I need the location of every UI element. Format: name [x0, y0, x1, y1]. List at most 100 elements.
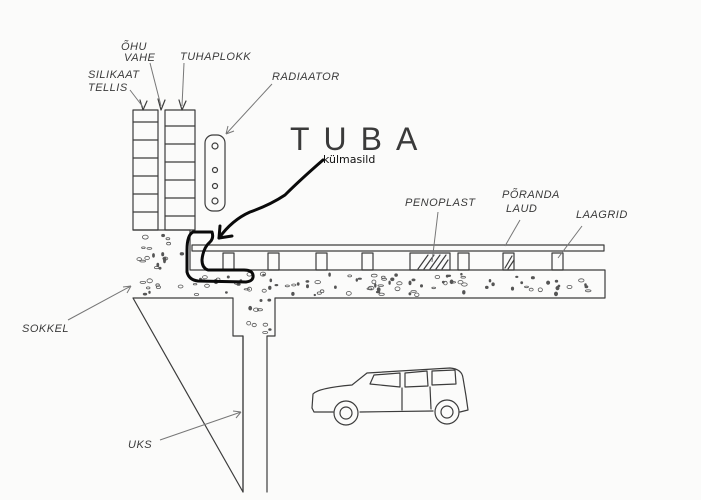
- aggregate-speck: [333, 285, 337, 289]
- pointer-penoplast: [431, 211, 439, 263]
- joist: [222, 252, 235, 271]
- aggregate-speck: [515, 275, 519, 278]
- aggregate-speck: [524, 285, 529, 289]
- aggregate-speck: [256, 308, 263, 312]
- pointer-ohu-vahe: [149, 62, 162, 107]
- aggregate-speck: [152, 253, 155, 258]
- penoplast-insulation: [409, 252, 451, 271]
- aggregate-speck: [371, 279, 377, 285]
- aggregate-speck: [328, 272, 331, 277]
- aggregate-speck: [142, 292, 148, 296]
- aggregate-speck: [408, 292, 412, 296]
- label-porandalaud-2: LAUD: [506, 203, 537, 215]
- label-radiaator: RADIAATOR: [272, 71, 340, 83]
- aggregate-speck: [259, 271, 267, 277]
- label-ohu-vahe-2: VAHE: [124, 52, 156, 64]
- label-silikaat-tellis-2: TELLIS: [88, 82, 128, 94]
- aggregate-speck: [291, 291, 295, 296]
- aggregate-speck: [411, 278, 416, 282]
- aggregate-speck: [204, 283, 210, 288]
- aggregate-speck: [584, 285, 589, 289]
- aggregate-speck: [246, 286, 252, 292]
- joist: [551, 252, 564, 271]
- aggregate-speck: [165, 237, 171, 241]
- aggregate-speck: [394, 273, 398, 277]
- label-tuba: TUBA: [290, 121, 431, 157]
- joist: [315, 252, 328, 271]
- aggregate-speck: [261, 288, 267, 293]
- aggregate-speck: [408, 280, 412, 286]
- label-laagrid: LAAGRID: [576, 209, 628, 221]
- aggregate-speck: [394, 286, 401, 292]
- aggregate-speck: [355, 278, 359, 282]
- aggregate-speck: [269, 278, 273, 283]
- concrete-aggregate: [136, 233, 592, 334]
- aggregate-speck: [445, 274, 449, 278]
- aggregate-speck: [396, 281, 403, 286]
- aggregate-speck: [388, 280, 391, 285]
- radiator: [204, 134, 226, 212]
- label-uks: UKS: [128, 439, 152, 451]
- aggregate-speck: [141, 246, 146, 249]
- aggregate-speck: [555, 285, 560, 291]
- aggregate-speck: [460, 275, 466, 279]
- aggregate-speck: [146, 278, 153, 284]
- aggregate-speck: [414, 292, 420, 297]
- label-porandalaud-1: PÕRANDA: [502, 188, 560, 201]
- joist: [457, 252, 470, 271]
- aggregate-speck: [262, 273, 266, 276]
- aggregate-speck: [460, 272, 463, 276]
- aggregate-speck: [305, 284, 309, 289]
- aggregate-speck: [462, 290, 466, 295]
- aggregate-speck: [366, 287, 373, 290]
- aggregate-speck: [163, 258, 166, 264]
- aggregate-speck: [259, 298, 263, 302]
- aggregate-speck: [253, 307, 260, 312]
- aggregate-speck: [248, 305, 253, 311]
- cold-bridge-arrow: [217, 158, 325, 240]
- aggregate-speck: [319, 289, 325, 294]
- label-kulmasild: külmasild: [323, 153, 375, 166]
- aggregate-speck: [491, 282, 495, 287]
- aggregate-speck: [378, 292, 385, 296]
- aggregate-speck: [488, 279, 492, 283]
- aggregate-speck: [377, 284, 384, 287]
- aggregate-speck: [530, 276, 535, 280]
- aggregate-speck: [243, 288, 250, 291]
- aggregate-speck: [316, 291, 322, 295]
- aggregate-speck: [585, 289, 592, 293]
- foundation-outline: [132, 229, 606, 493]
- label-ohu-vahe-1: ÕHU: [121, 40, 147, 53]
- aggregate-speck: [155, 285, 161, 289]
- aggregate-speck: [410, 290, 417, 293]
- cinder-block-wall: [164, 109, 196, 231]
- aggregate-speck: [528, 287, 534, 292]
- aggregate-speck: [284, 284, 290, 288]
- label-penoplast: PENOPLAST: [405, 197, 476, 209]
- cold-bridge-outline: [185, 230, 255, 284]
- aggregate-speck: [313, 293, 317, 297]
- aggregate-speck: [262, 322, 269, 327]
- aggregate-speck: [314, 280, 321, 285]
- aggregate-speck: [192, 283, 198, 286]
- arrowhead-icon: [217, 224, 234, 240]
- pointer-tuhaplokk: [181, 62, 185, 107]
- joist: [502, 252, 515, 271]
- aggregate-speck: [268, 328, 272, 331]
- aggregate-speck: [139, 280, 147, 284]
- joist: [267, 252, 280, 271]
- aggregate-speck: [148, 290, 151, 294]
- aggregate-speck: [139, 259, 147, 263]
- aggregate-speck: [179, 252, 185, 256]
- aggregate-speck: [374, 283, 377, 288]
- aggregate-speck: [520, 281, 524, 285]
- aggregate-speck: [347, 274, 353, 278]
- aggregate-speck: [267, 298, 272, 302]
- aggregate-speck: [484, 285, 489, 289]
- wall-top-ticks: [139, 98, 187, 111]
- label-silikaat-tellis-1: SILIKAAT: [88, 69, 140, 81]
- aggregate-speck: [431, 286, 437, 290]
- aggregate-speck: [566, 284, 573, 289]
- aggregate-speck: [251, 322, 257, 328]
- aggregate-speck: [443, 280, 448, 286]
